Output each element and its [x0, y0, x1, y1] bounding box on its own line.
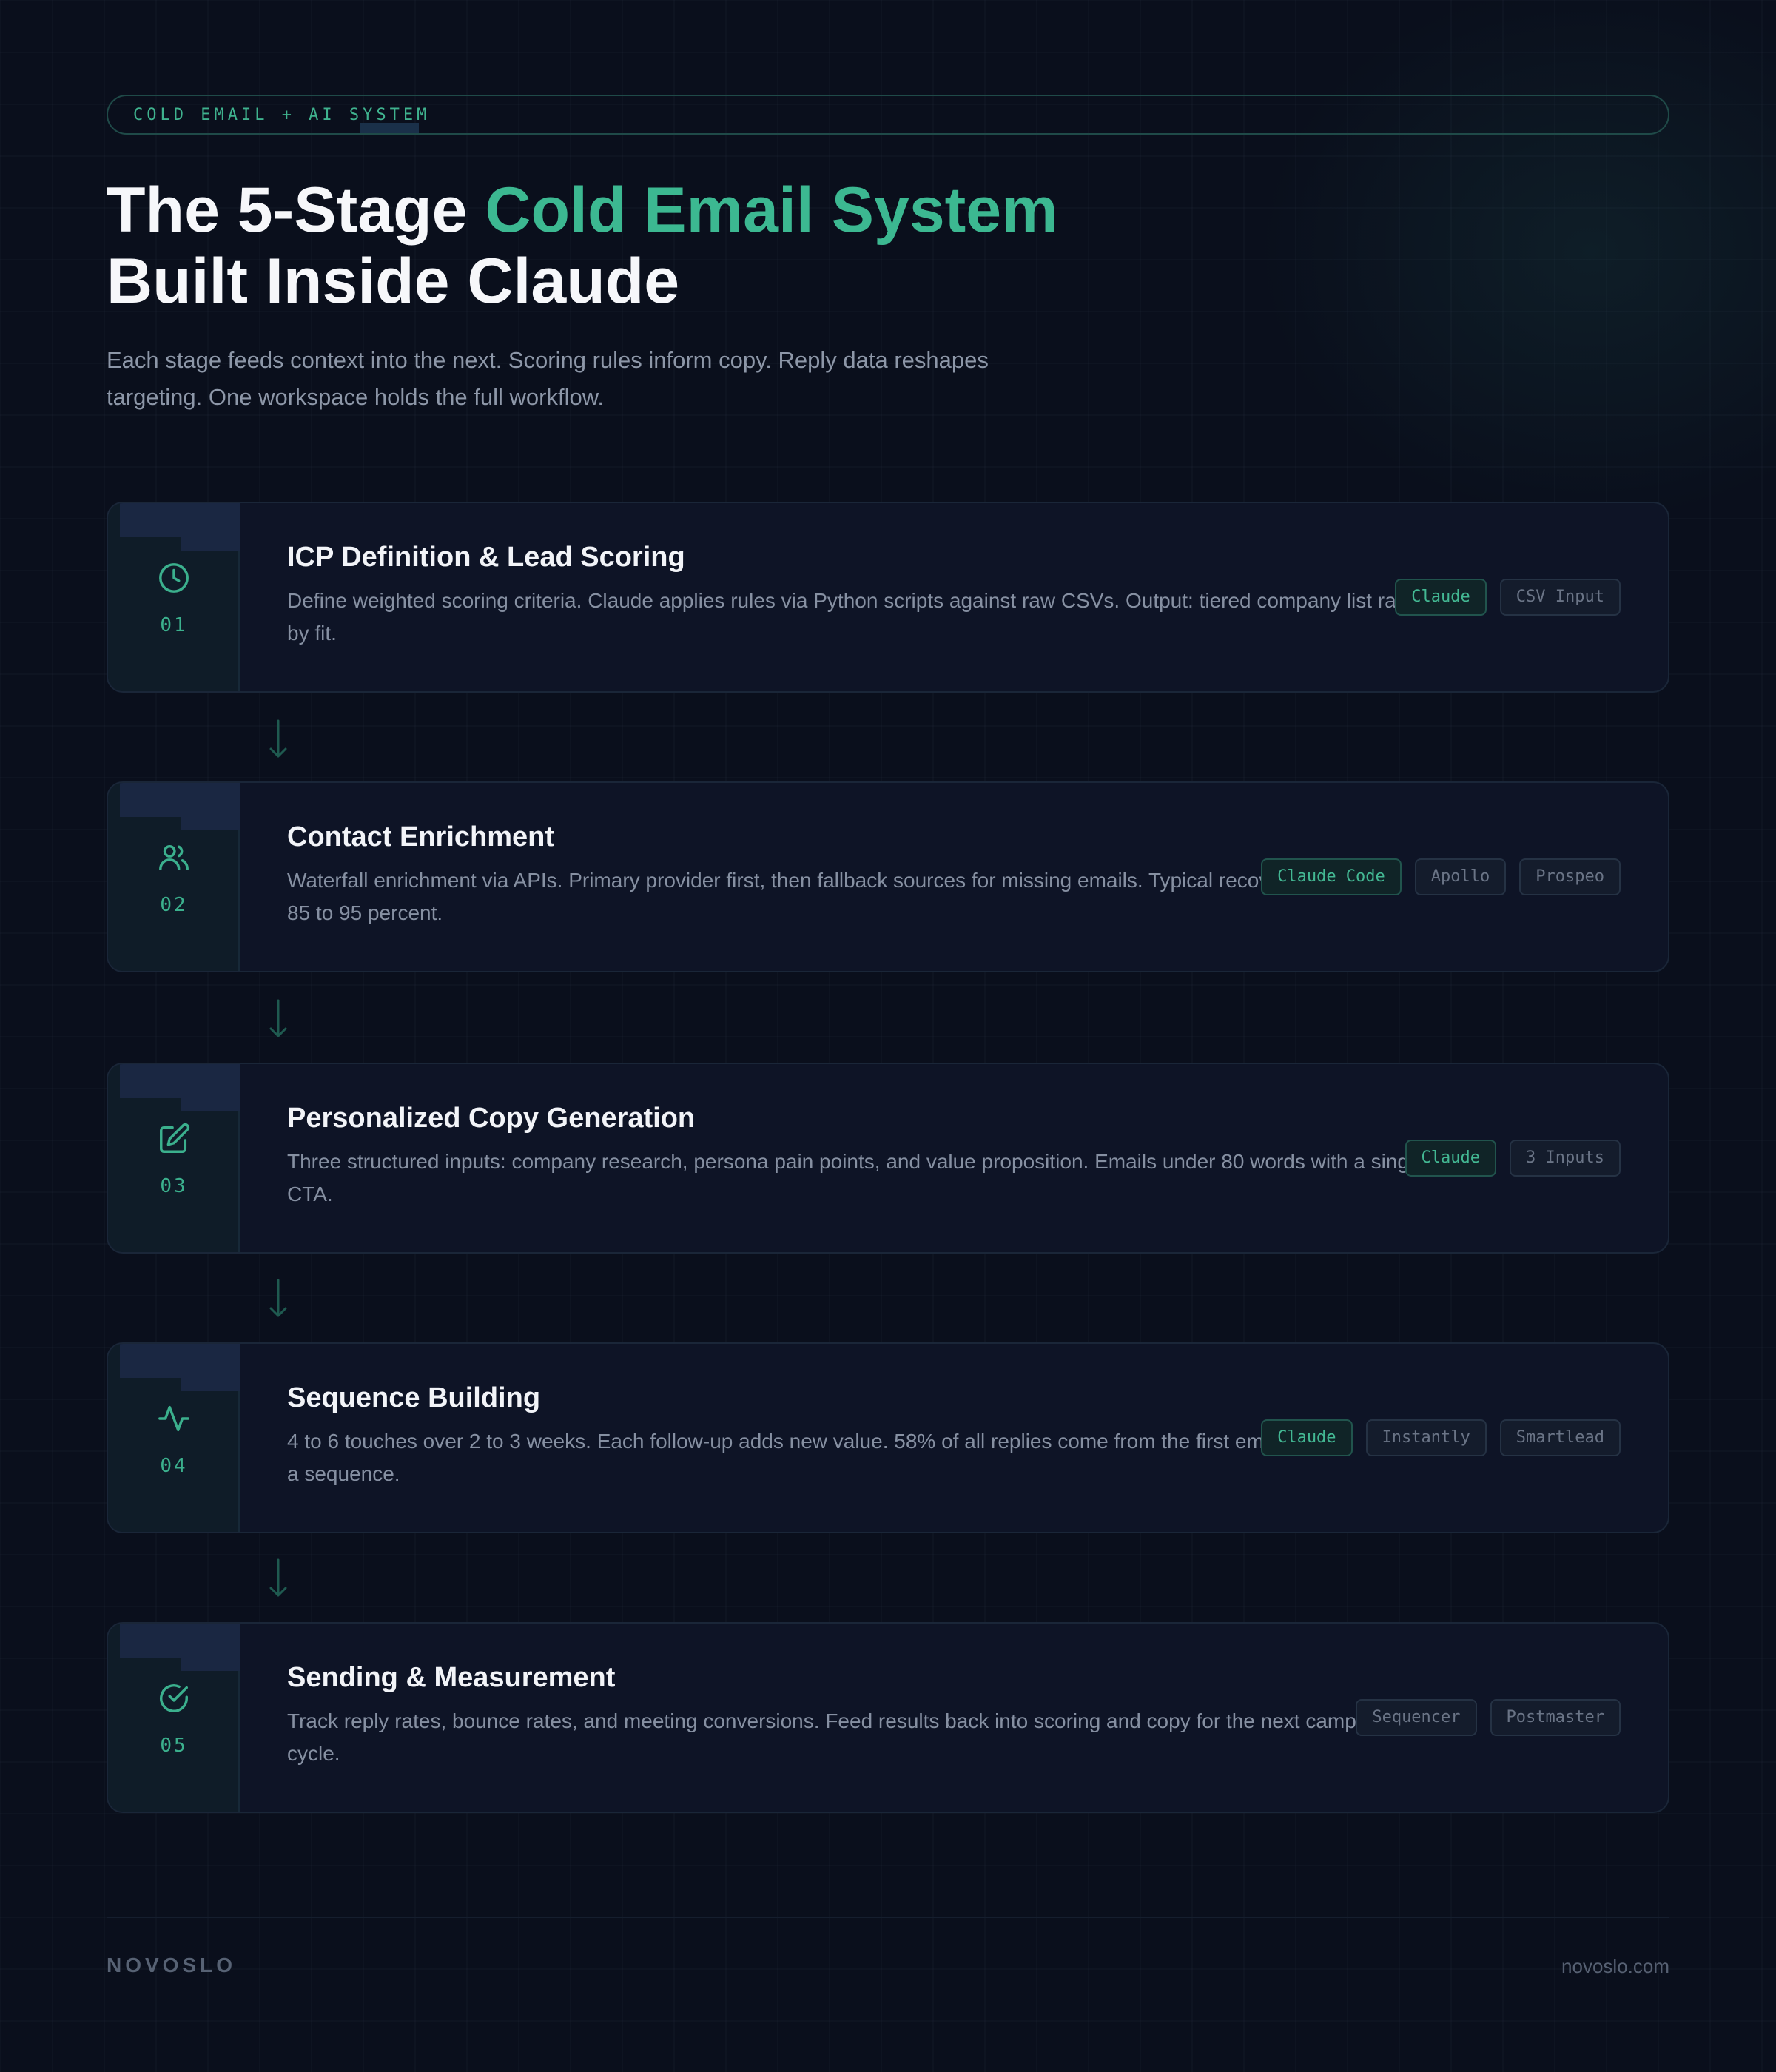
stage-number: 05 [160, 1735, 188, 1757]
stage-number: 03 [160, 1175, 188, 1197]
stage-title: ICP Definition & Lead Scoring [287, 542, 685, 573]
eyebrow-underline [360, 123, 419, 133]
page-subtitle: Each stage feeds context into the next. … [107, 347, 989, 410]
sidebar-tab-notch [181, 536, 240, 551]
stage-title: Sending & Measurement [287, 1662, 616, 1693]
sidebar-tab [120, 503, 240, 537]
sidebar-tab-notch [181, 1656, 240, 1671]
stage-sidebar: 03 [108, 1064, 240, 1252]
flow-arrow-icon [269, 999, 287, 1037]
sidebar-tab-notch [181, 815, 240, 830]
stage-tags: Claude Instantly Smartlead [1261, 1419, 1621, 1456]
footer-site-link[interactable]: novoslo.com [1561, 1955, 1669, 1977]
sidebar-tab-notch [181, 1097, 240, 1111]
tag-smartlead: Smartlead [1499, 1419, 1621, 1456]
flow-arrow-icon [269, 1558, 287, 1597]
stage-card-4: 04 Sequence Building 4 to 6 touches over… [107, 1342, 1669, 1533]
tag-instantly: Instantly [1365, 1419, 1487, 1456]
stage-sidebar: 01 [108, 503, 240, 691]
footer-divider [107, 1917, 1669, 1918]
tag-3-inputs: 3 Inputs [1510, 1140, 1621, 1177]
stage-card-3: 03 Personalized Copy Generation Three st… [107, 1063, 1669, 1254]
stage-number: 04 [160, 1455, 188, 1477]
tag-claude-code: Claude Code [1261, 858, 1402, 895]
sidebar-tab [120, 783, 240, 817]
stage-sidebar: 02 [108, 783, 240, 971]
tag-sequencer: Sequencer [1356, 1699, 1477, 1736]
title-part1: The 5-Stage [107, 175, 485, 246]
tag-claude: Claude [1405, 1140, 1497, 1177]
clock-icon [159, 563, 189, 593]
stage-sidebar: 05 [108, 1624, 240, 1812]
sidebar-tab [120, 1064, 240, 1098]
page-title: The 5-Stage Cold Email System Built Insi… [107, 175, 1058, 317]
stage-tags: Claude 3 Inputs [1405, 1140, 1621, 1177]
stage-title: Personalized Copy Generation [287, 1103, 696, 1134]
stage-sidebar: 04 [108, 1344, 240, 1532]
edit-icon [160, 1123, 190, 1153]
stage-tags: Claude CSV Input [1395, 579, 1621, 616]
tag-prospeo: Prospeo [1519, 858, 1621, 895]
eyebrow-pill: COLD EMAIL + AI SYSTEM [107, 95, 1669, 135]
stage-title: Contact Enrichment [287, 821, 555, 852]
users-icon [159, 844, 189, 871]
stage-description: Define weighted scoring criteria. Claude… [287, 589, 1442, 645]
check-circle-icon [160, 1684, 188, 1712]
stage-number: 02 [160, 894, 188, 916]
stage-card-2: 02 Contact Enrichment Waterfall enrichme… [107, 781, 1669, 972]
sidebar-tab-notch [181, 1376, 240, 1391]
stage-number: 01 [160, 614, 188, 636]
flow-arrow-icon [269, 719, 287, 758]
tag-postmaster: Postmaster [1490, 1699, 1621, 1736]
stage-card-1: 01 ICP Definition & Lead Scoring Define … [107, 502, 1669, 693]
tag-claude: Claude [1261, 1419, 1353, 1456]
tag-csv-input: CSV Input [1499, 579, 1621, 616]
flow-arrow-icon [269, 1279, 287, 1317]
sidebar-tab [120, 1624, 240, 1658]
tag-apollo: Apollo [1414, 858, 1507, 895]
stage-tags: Claude Code Apollo Prospeo [1261, 858, 1621, 895]
title-accent: Cold Email System [485, 175, 1058, 246]
stage-tags: Sequencer Postmaster [1356, 1699, 1621, 1736]
stage-description: 4 to 6 touches over 2 to 3 weeks. Each f… [287, 1430, 1307, 1485]
activity-icon [158, 1405, 189, 1432]
sidebar-tab [120, 1344, 240, 1378]
stage-card-5: 05 Sending & Measurement Track reply rat… [107, 1622, 1669, 1813]
stage-description: Three structured inputs: company researc… [287, 1150, 1425, 1205]
stage-description: Waterfall enrichment via APIs. Primary p… [287, 869, 1305, 924]
footer-brand: NOVOSLO [107, 1954, 237, 1977]
title-line2: Built Inside Claude [107, 246, 680, 317]
stage-title: Sequence Building [287, 1382, 541, 1413]
eyebrow-label: COLD EMAIL + AI SYSTEM [133, 106, 431, 124]
stage-description: Track reply rates, bounce rates, and mee… [287, 1709, 1396, 1765]
tag-claude: Claude [1395, 579, 1487, 616]
